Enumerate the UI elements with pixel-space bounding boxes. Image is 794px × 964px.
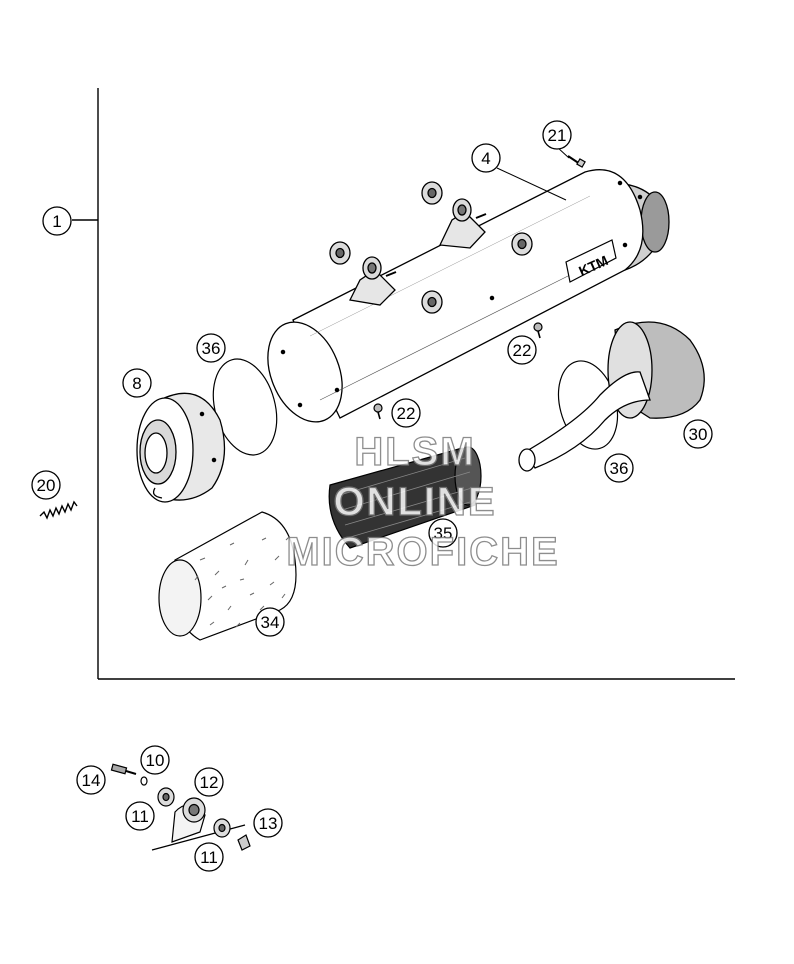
callout-36-left-label: 36 <box>202 339 221 358</box>
callout-22-right-label: 22 <box>513 341 532 360</box>
callout-36-right: 36 <box>604 453 634 483</box>
callout-11-lower-label: 11 <box>200 848 218 867</box>
part-8-end-cap <box>136 392 226 503</box>
callout-8-label: 8 <box>132 374 141 393</box>
callout-30: 30 <box>683 419 713 449</box>
callout-11-upper-label: 11 <box>131 807 149 826</box>
callout-35: 35 <box>428 518 458 548</box>
part-30-inlet-cap <box>518 321 705 472</box>
callout-8: 8 <box>122 368 152 398</box>
callout-21: 21 <box>542 120 572 150</box>
callout-12: 12 <box>194 767 224 797</box>
callout-14-label: 14 <box>82 771 101 790</box>
callout-35-label: 35 <box>434 524 453 543</box>
callout-12-label: 12 <box>200 773 219 792</box>
callout-4: 4 <box>471 143 501 173</box>
callout-34-label: 34 <box>261 613 280 632</box>
callout-22-left: 22 <box>391 398 421 428</box>
callout-4-label: 4 <box>481 149 490 168</box>
part-35-packing <box>328 446 482 549</box>
watermark-line-1: HLSM <box>354 430 475 474</box>
callout-20-label: 20 <box>37 476 56 495</box>
callout-13-label: 13 <box>259 814 278 833</box>
callout-11-lower: 11 <box>194 842 224 872</box>
part-22-bolts <box>373 322 543 420</box>
watermark-line-2: ONLINE <box>333 480 496 524</box>
mounting-hardware <box>110 763 251 851</box>
callout-1: 1 <box>42 206 72 236</box>
watermark-line-3: MICROFICHE <box>286 530 559 574</box>
muffler-body <box>267 169 670 423</box>
part-21-screw <box>567 155 586 168</box>
part-20-spring <box>39 500 78 520</box>
callout-11-upper: 11 <box>125 801 155 831</box>
assembly-bracket <box>72 88 735 680</box>
callout-1-label: 1 <box>52 212 61 231</box>
watermark: HLSM ONLINE MICROFICHE <box>286 429 559 574</box>
callout-22-right: 22 <box>507 335 537 365</box>
callout-36-right-label: 36 <box>610 459 629 478</box>
callout-10: 10 <box>140 745 170 775</box>
callout-10-label: 10 <box>146 751 165 770</box>
callout-14: 14 <box>76 765 106 795</box>
part-34-perforated-tube <box>158 511 297 641</box>
callout-34: 34 <box>255 607 285 637</box>
callout-22-left-label: 22 <box>397 404 416 423</box>
callout-36-left: 36 <box>196 333 226 363</box>
callout-20: 20 <box>31 470 61 500</box>
callout-21-label: 21 <box>548 126 567 145</box>
callout-13: 13 <box>253 808 283 838</box>
callout-30-label: 30 <box>689 425 708 444</box>
